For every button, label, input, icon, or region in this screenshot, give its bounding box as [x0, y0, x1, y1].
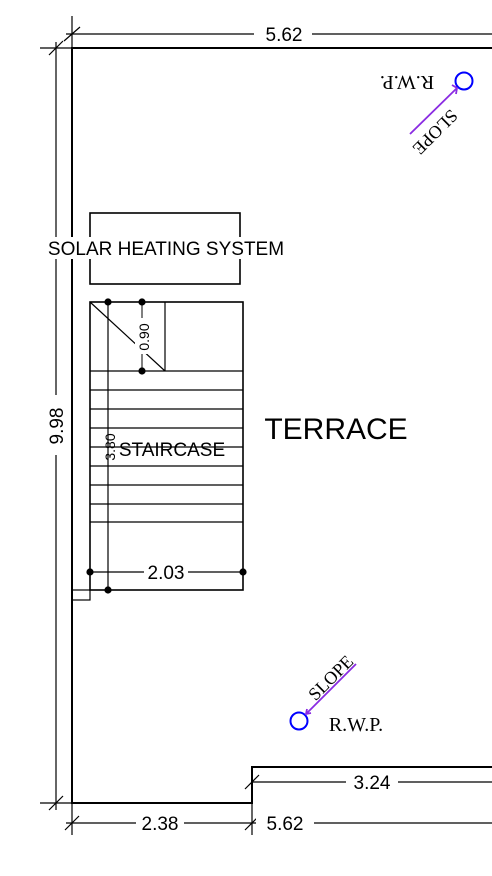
- notch-dimension: 3.24: [244, 770, 492, 794]
- stair-width-label: 2.03: [148, 563, 185, 584]
- solar-heating-system: SOLAR HEATING SYSTEM: [30, 212, 302, 285]
- bottom-dimension: 2.38 5.62: [64, 803, 492, 835]
- rwp-bottom-circle-icon: [289, 711, 309, 731]
- bottom-right-width-label: 5.62: [267, 814, 304, 835]
- bottom-left-width-label: 2.38: [142, 814, 179, 835]
- slope-top-label: SLOPE: [409, 106, 462, 159]
- stair-length-label: 3.80: [102, 433, 118, 460]
- top-width-label: 5.62: [266, 25, 303, 46]
- landing-dimension-label: 0.90: [136, 323, 152, 350]
- rwp-bottom-label: R.W.P.: [329, 714, 383, 736]
- notch-width-label: 3.24: [354, 773, 391, 794]
- rwp-top-label: R.W.P.: [380, 71, 434, 93]
- terrace-label: TERRACE: [264, 413, 407, 446]
- left-height-label: 9.98: [47, 408, 68, 445]
- rwp-bottom: R.W.P. SLOPE: [289, 651, 383, 736]
- top-dimension: 5.62: [63, 16, 492, 48]
- staircase: 0.90 3.80 STAIRCASE 2.03: [71, 298, 247, 601]
- rwp-top: R.W.P. SLOPE: [380, 71, 474, 159]
- slope-bottom-label: SLOPE: [304, 651, 357, 704]
- staircase-label: STAIRCASE: [119, 440, 225, 461]
- terrace-outline: [71, 47, 492, 804]
- left-dimension: 9.98: [40, 40, 72, 811]
- solar-heating-label: SOLAR HEATING SYSTEM: [48, 239, 284, 260]
- slope-top-arrow-icon: [409, 87, 458, 135]
- slope-bottom-arrow-icon: [305, 663, 357, 715]
- rwp-top-circle-icon: [454, 71, 474, 91]
